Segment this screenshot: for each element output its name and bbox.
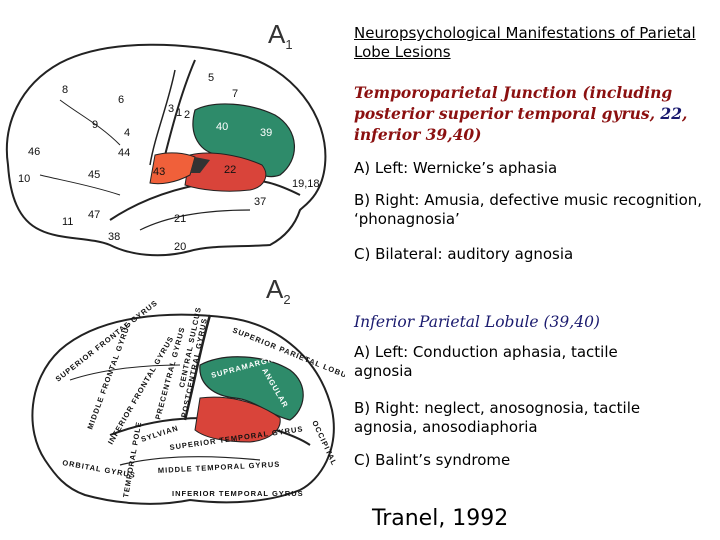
section2-item-c: C) Balint’s syndrome (354, 451, 511, 469)
area-numbers-a1: 8 6 5 7 3 1 2 9 4 40 39 46 44 10 45 22 1… (18, 72, 320, 253)
dark-region (190, 157, 210, 173)
panel-label-a2: A2 (266, 274, 291, 307)
slide-title: Neuropsychological Manifestations of Par… (354, 24, 696, 61)
panel-label-a1: A1 (268, 19, 293, 52)
svg-text:11: 11 (62, 216, 73, 228)
svg-text:44: 44 (118, 147, 130, 159)
svg-text:2: 2 (184, 109, 190, 121)
svg-text:19,18: 19,18 (292, 178, 320, 190)
svg-text:8: 8 (62, 84, 68, 96)
orange-region-44-45 (149, 152, 196, 185)
svg-text:1: 1 (176, 107, 182, 119)
green-region-supramarginal-angular (199, 356, 304, 421)
section2-item-b: B) Right: neglect, anosognosia, tactile … (354, 399, 641, 436)
brain-figure-a2: A2 SUPERIOR FRONTAL GYRUS MIDDLE FRONTAL… (31, 274, 345, 505)
svg-text:39: 39 (260, 127, 272, 139)
svg-text:7: 7 (232, 88, 238, 100)
svg-text:22: 22 (224, 164, 236, 176)
svg-text:3: 3 (168, 103, 174, 115)
brain-figure-a1: A1 8 6 5 7 3 1 2 9 4 40 39 46 44 10 45 2… (5, 19, 327, 257)
svg-text:45: 45 (88, 169, 100, 181)
section2-heading: Inferior Parietal Lobule (39,40) (354, 313, 600, 331)
svg-text:38: 38 (108, 231, 120, 243)
green-region-40-39 (192, 103, 295, 178)
svg-text:4: 4 (124, 127, 130, 139)
svg-text:5: 5 (208, 72, 214, 84)
section1-item-c: C) Bilateral: auditory agnosia (354, 245, 574, 263)
citation: Tranel, 1992 (372, 506, 509, 531)
section2-item-a: A) Left: Conduction aphasia, tactile agn… (354, 343, 618, 380)
section1-heading-area-22: 22 (660, 104, 682, 123)
section1-heading-part-a: Temporoparietal Junction (including post… (354, 83, 673, 123)
svg-text:47: 47 (88, 209, 100, 221)
section1-item-b: B) Right: Amusia, defective music recogn… (354, 191, 703, 228)
svg-text:9: 9 (92, 119, 98, 131)
section1-heading-part-c: , inferior 39,40) (354, 104, 688, 144)
svg-text:10: 10 (18, 173, 30, 185)
svg-text:20: 20 (174, 241, 186, 253)
svg-text:37: 37 (254, 196, 266, 208)
svg-text:6: 6 (118, 94, 124, 106)
svg-text:40: 40 (216, 121, 228, 133)
svg-text:43: 43 (153, 166, 165, 178)
svg-text:21: 21 (174, 213, 186, 225)
svg-text:46: 46 (28, 146, 40, 158)
section1-item-a: A) Left: Wernicke’s aphasia (354, 159, 558, 177)
svg-text:INFERIOR TEMPORAL GYRUS: INFERIOR TEMPORAL GYRUS (172, 489, 304, 498)
red-region-a2 (194, 396, 281, 443)
section1-heading: Temporoparietal Junction (including post… (354, 82, 704, 145)
